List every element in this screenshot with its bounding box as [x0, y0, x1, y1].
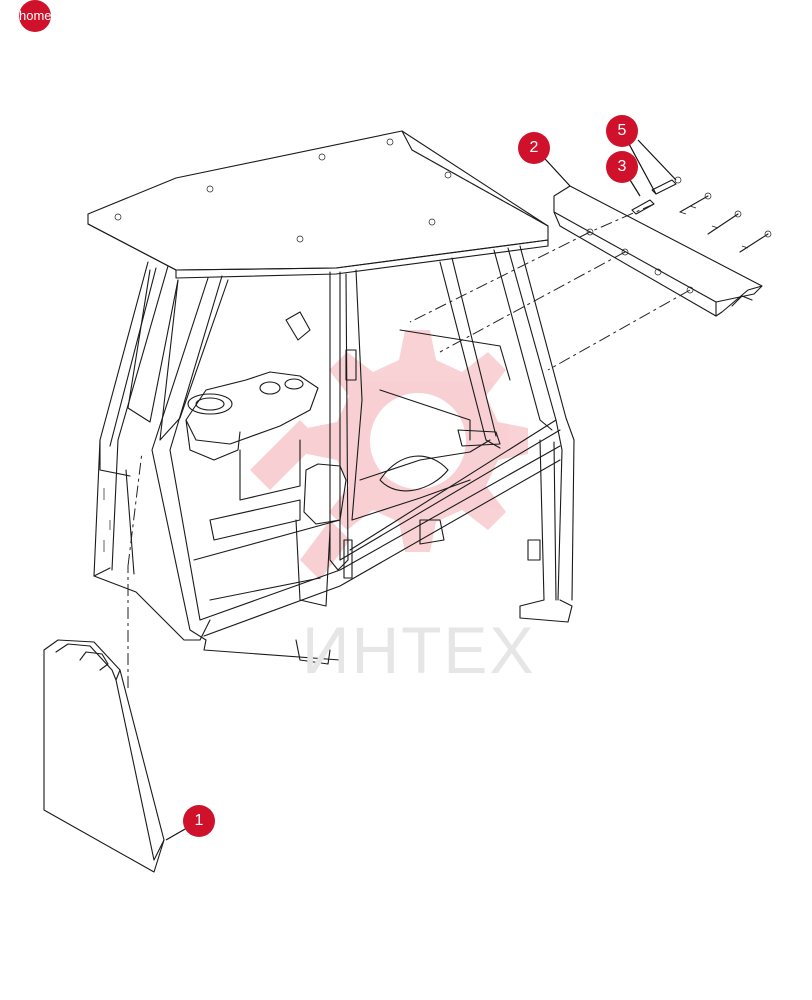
watermark-text: ИНТЕХ [302, 613, 536, 687]
side-panel-part [43, 639, 165, 873]
callout-label: 5 [617, 122, 627, 139]
callout-label: 1 [194, 812, 204, 829]
callout-part-5[interactable]: 5 [606, 115, 638, 147]
beam-bracket-part [553, 185, 763, 317]
cab-interior [185, 311, 541, 607]
callout-part-1[interactable]: 1 [183, 805, 215, 837]
callout-part-3[interactable]: 3 [606, 151, 638, 183]
home-label: home [19, 8, 51, 23]
callout-label: 2 [529, 139, 539, 156]
callout-part-2[interactable]: 2 [518, 132, 550, 164]
assembly-lines [127, 149, 691, 688]
home-button[interactable]: home [19, 0, 51, 32]
callout-label: 3 [617, 158, 627, 175]
bolts-hardware [631, 176, 772, 253]
cab-roof [87, 130, 549, 279]
cab-frame [93, 245, 575, 665]
